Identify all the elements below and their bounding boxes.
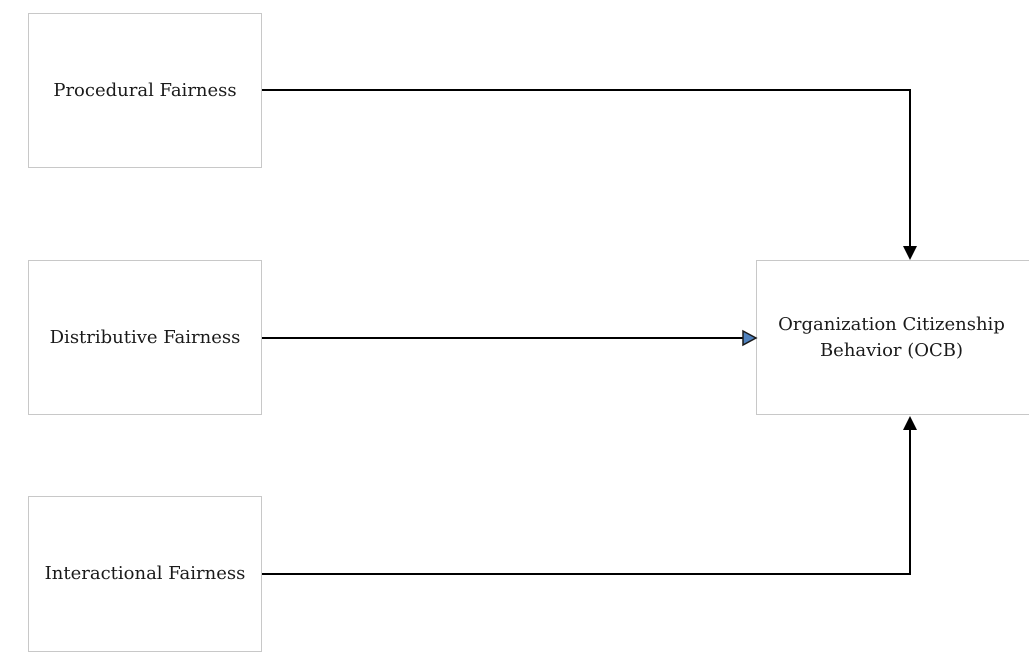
procedural-fairness-node: Procedural Fairness xyxy=(28,13,262,168)
interactional-fairness-node: Interactional Fairness xyxy=(28,496,262,652)
edge-procedural-to-ocb xyxy=(262,89,911,248)
interactional-fairness-label: Interactional Fairness xyxy=(44,563,246,584)
ocb-label: Organization Citizenship Behavior (OCB) xyxy=(778,313,1005,361)
arrowhead-up xyxy=(903,416,917,430)
distributive-fairness-label: Distributive Fairness xyxy=(49,326,241,348)
ocb-node: Organization Citizenship Behavior (OCB) xyxy=(756,260,1029,415)
procedural-fairness-label: Procedural Fairness xyxy=(53,79,237,101)
arrowhead-right xyxy=(742,329,758,347)
distributive-fairness-node: Distributive Fairness xyxy=(28,260,262,415)
arrowhead-down xyxy=(903,246,917,260)
edge-interactional-to-ocb xyxy=(262,428,911,575)
